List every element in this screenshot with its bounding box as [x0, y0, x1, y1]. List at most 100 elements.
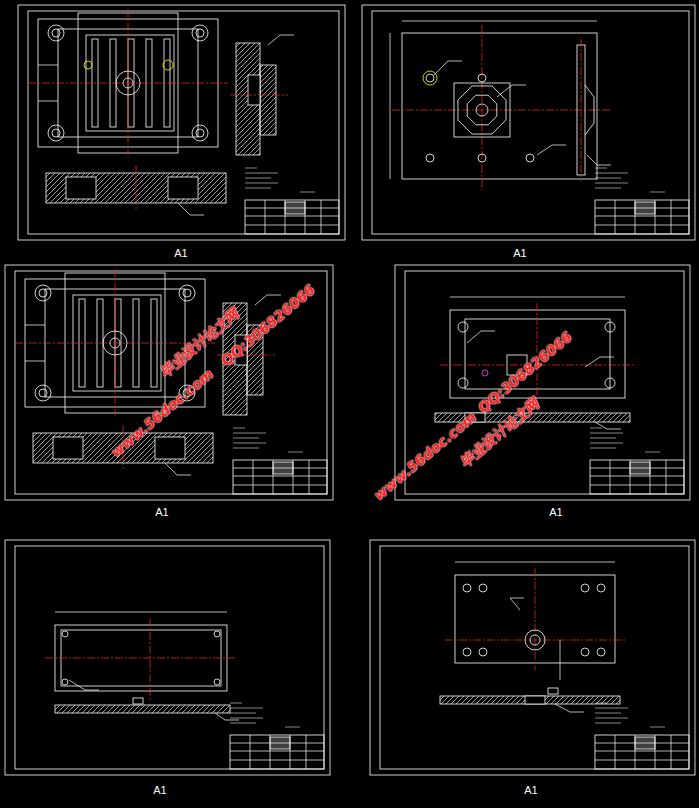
- inner-border: [372, 11, 689, 234]
- guide-pillar: [192, 25, 208, 41]
- note-line: [230, 703, 242, 704]
- title-grid: [230, 760, 324, 761]
- watermark: www.56doc.com: [108, 366, 217, 461]
- inner-border: [15, 546, 324, 769]
- leader-line: [280, 35, 294, 36]
- leader-line: [537, 145, 552, 155]
- leader-line: [255, 295, 267, 305]
- note-line: [233, 438, 259, 439]
- sheet-size: A1: [549, 506, 562, 518]
- sprue-bush: [530, 635, 540, 645]
- leader-line: [552, 145, 566, 146]
- note-line: [245, 188, 271, 189]
- title-grid: [590, 485, 684, 486]
- leader-line: [165, 463, 177, 475]
- section-view: [440, 696, 620, 704]
- note-line: [233, 433, 266, 434]
- screw-hole: [526, 154, 534, 162]
- guide-pillar: [192, 125, 208, 141]
- leader-line: [595, 422, 607, 429]
- title-grid: [321, 200, 322, 234]
- sheet-border: [395, 265, 690, 500]
- guide-pillar: [35, 385, 51, 401]
- leader-line: [607, 429, 621, 430]
- leader-line: [177, 475, 191, 476]
- drawing-sheet: [5, 265, 333, 500]
- screw-hole: [479, 648, 487, 656]
- title-grid: [671, 200, 672, 234]
- roughness-note: [285, 727, 300, 728]
- inner-border: [15, 271, 327, 494]
- screw-hole: [597, 648, 605, 656]
- sprue: [123, 78, 133, 88]
- dimension-line: [55, 612, 227, 613]
- dimension-line: [25, 361, 45, 362]
- drawing-sheet: [370, 540, 695, 775]
- note-line: [595, 188, 621, 189]
- datum-box: [548, 688, 558, 694]
- inner-border: [380, 546, 689, 769]
- title-block: [595, 735, 689, 769]
- note-line: [245, 173, 278, 174]
- note-line: [245, 178, 271, 179]
- watermark: 毕业设计论文网: [457, 395, 544, 472]
- leader-line: [510, 598, 520, 610]
- title-grid: [245, 225, 339, 226]
- centerline: [392, 110, 612, 111]
- guide-pillar: [48, 25, 64, 41]
- sheet-border: [362, 5, 695, 240]
- sheet-border: [5, 265, 333, 500]
- title-grid: [309, 460, 310, 494]
- note-line: [590, 438, 616, 439]
- note-line: [595, 723, 621, 724]
- centerline: [150, 618, 151, 700]
- note-line: [595, 708, 628, 709]
- title-grid: [245, 216, 339, 217]
- drawing-sheet: [362, 5, 695, 240]
- sheet-size: A1: [174, 247, 187, 259]
- leader-line: [510, 598, 524, 599]
- centerline: [45, 658, 237, 659]
- title-block: [230, 735, 324, 769]
- title-cell: [635, 202, 655, 214]
- screw-hole: [463, 648, 471, 656]
- dimension-line: [38, 65, 58, 66]
- section-cavity: [525, 696, 545, 704]
- title-cell: [270, 737, 290, 749]
- title-grid: [595, 751, 689, 752]
- roughness-note: [288, 452, 303, 453]
- pin: [163, 60, 173, 70]
- leader-line: [512, 85, 526, 86]
- title-grid: [671, 735, 672, 769]
- datum-box: [133, 698, 143, 704]
- plate-outline: [402, 33, 597, 179]
- title-grid: [615, 735, 616, 769]
- sheet-border: [18, 5, 345, 240]
- leader-line: [448, 61, 462, 62]
- sheet-size: A1: [513, 247, 526, 259]
- sprue: [476, 104, 488, 116]
- centerline: [115, 269, 116, 415]
- drawing-sheet: [395, 265, 690, 500]
- title-grid: [615, 200, 616, 234]
- guide-pillar: [179, 285, 195, 301]
- title-block: [233, 460, 327, 494]
- leader-line: [497, 85, 512, 97]
- screw-hole: [463, 584, 471, 592]
- note-line: [595, 183, 628, 184]
- sprue: [110, 338, 120, 348]
- centerline: [482, 25, 483, 190]
- leader-line: [215, 713, 225, 720]
- note-line: [590, 443, 623, 444]
- title-cell: [635, 737, 655, 749]
- drawing-sheet: [18, 5, 345, 240]
- side-profile: [585, 85, 594, 135]
- note-line: [595, 173, 628, 174]
- sheet-size: A1: [155, 506, 168, 518]
- note-line: [245, 168, 257, 169]
- note-line: [595, 718, 628, 719]
- dimension-line: [25, 325, 45, 326]
- leader-line: [225, 720, 239, 721]
- dimension-line: [450, 297, 625, 298]
- sheet-border: [370, 540, 695, 775]
